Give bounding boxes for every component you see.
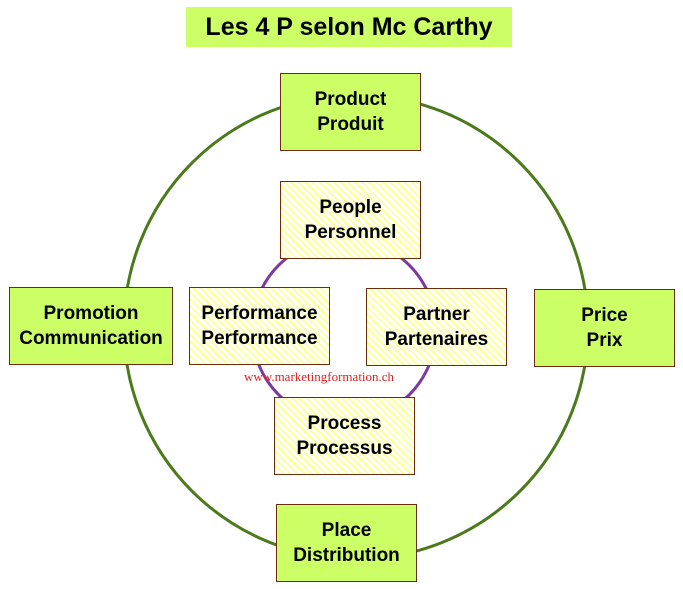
box-place: Place Distribution (276, 504, 417, 582)
box-performance-line2: Performance (201, 328, 318, 349)
diagram-title: Les 4 P selon Mc Carthy (186, 7, 512, 47)
diagram-title-text: Les 4 P selon Mc Carthy (205, 12, 493, 41)
box-process-line2: Processus (296, 438, 393, 459)
box-people-line2: Personnel (304, 222, 397, 243)
box-product: Product Produit (280, 73, 421, 151)
box-promotion-line2: Communication (19, 328, 163, 349)
box-partner-line2: Partenaires (384, 329, 489, 350)
box-partner-line1: Partner (403, 304, 470, 325)
box-promotion-line1: Promotion (43, 303, 139, 324)
box-promotion: Promotion Communication (9, 287, 173, 365)
box-price-line2: Prix (586, 330, 623, 351)
box-performance-line1: Performance (201, 303, 318, 324)
box-process: Process Processus (274, 397, 415, 475)
box-people-line1: People (319, 197, 382, 218)
box-place-line1: Place (321, 520, 372, 541)
box-partner: Partner Partenaires (366, 288, 507, 366)
box-people: People Personnel (280, 181, 421, 259)
box-price: Price Prix (534, 289, 675, 367)
watermark-url: www.marketingformation.ch (244, 369, 395, 384)
box-process-line1: Process (307, 413, 382, 434)
box-performance: Performance Performance (189, 287, 330, 365)
box-product-line2: Produit (317, 114, 384, 135)
box-place-line2: Distribution (293, 545, 400, 566)
box-price-line1: Price (581, 305, 628, 326)
box-product-line1: Product (314, 89, 387, 110)
